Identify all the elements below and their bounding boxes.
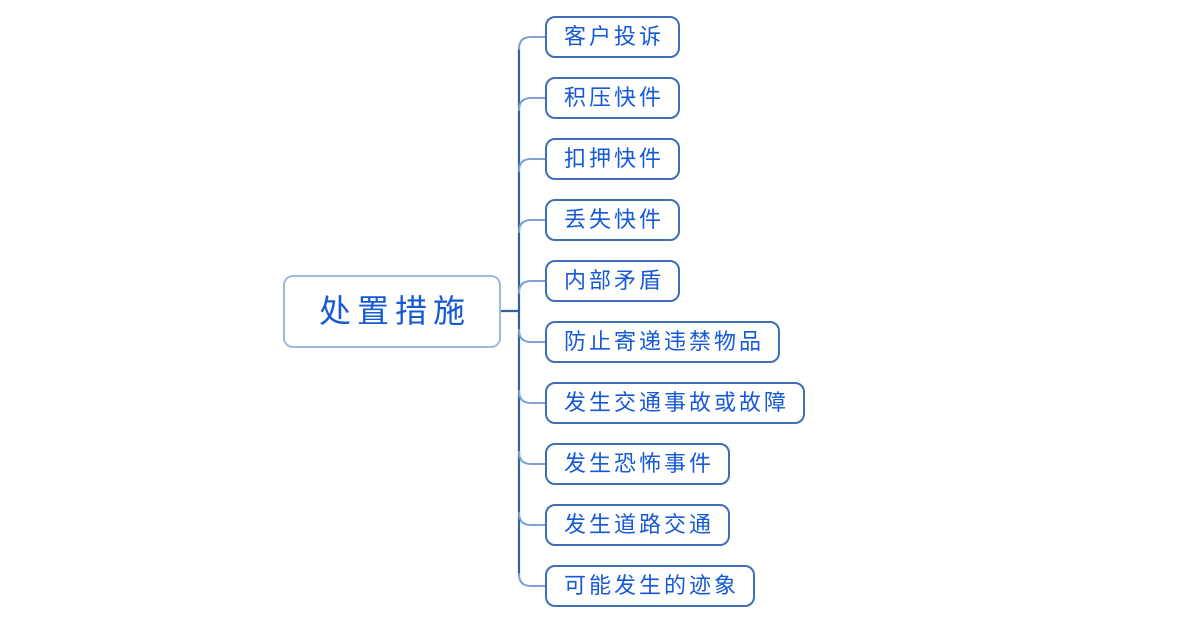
branch-connector [518,158,546,172]
branch-node-backlogged-parcels[interactable]: 积压快件 [545,77,681,119]
branch-node-detained-parcels[interactable]: 扣押快件 [545,138,681,180]
branch-connector [518,451,546,465]
branch-connector [518,219,546,233]
branch-node-traffic-accident-or-breakdown[interactable]: 发生交通事故或故障 [545,382,806,424]
branch-connector [518,36,546,50]
branch-connector [518,512,546,526]
branch-connector [518,280,546,294]
branch-connector [518,390,546,404]
branch-connector [518,97,546,111]
branch-connector [518,329,546,343]
root-node[interactable]: 处置措施 [283,275,502,348]
branch-connector [518,573,546,587]
branch-node-prohibited-items[interactable]: 防止寄递违禁物品 [545,321,781,363]
branch-node-customer-complaints[interactable]: 客户投诉 [545,16,681,58]
branch-node-possible-signs[interactable]: 可能发生的迹象 [545,565,756,607]
branch-node-lost-parcels[interactable]: 丢失快件 [545,199,681,241]
branch-node-road-traffic[interactable]: 发生道路交通 [545,504,731,546]
branch-node-terrorist-incident[interactable]: 发生恐怖事件 [545,443,731,485]
branch-node-internal-conflict[interactable]: 内部矛盾 [545,260,681,302]
